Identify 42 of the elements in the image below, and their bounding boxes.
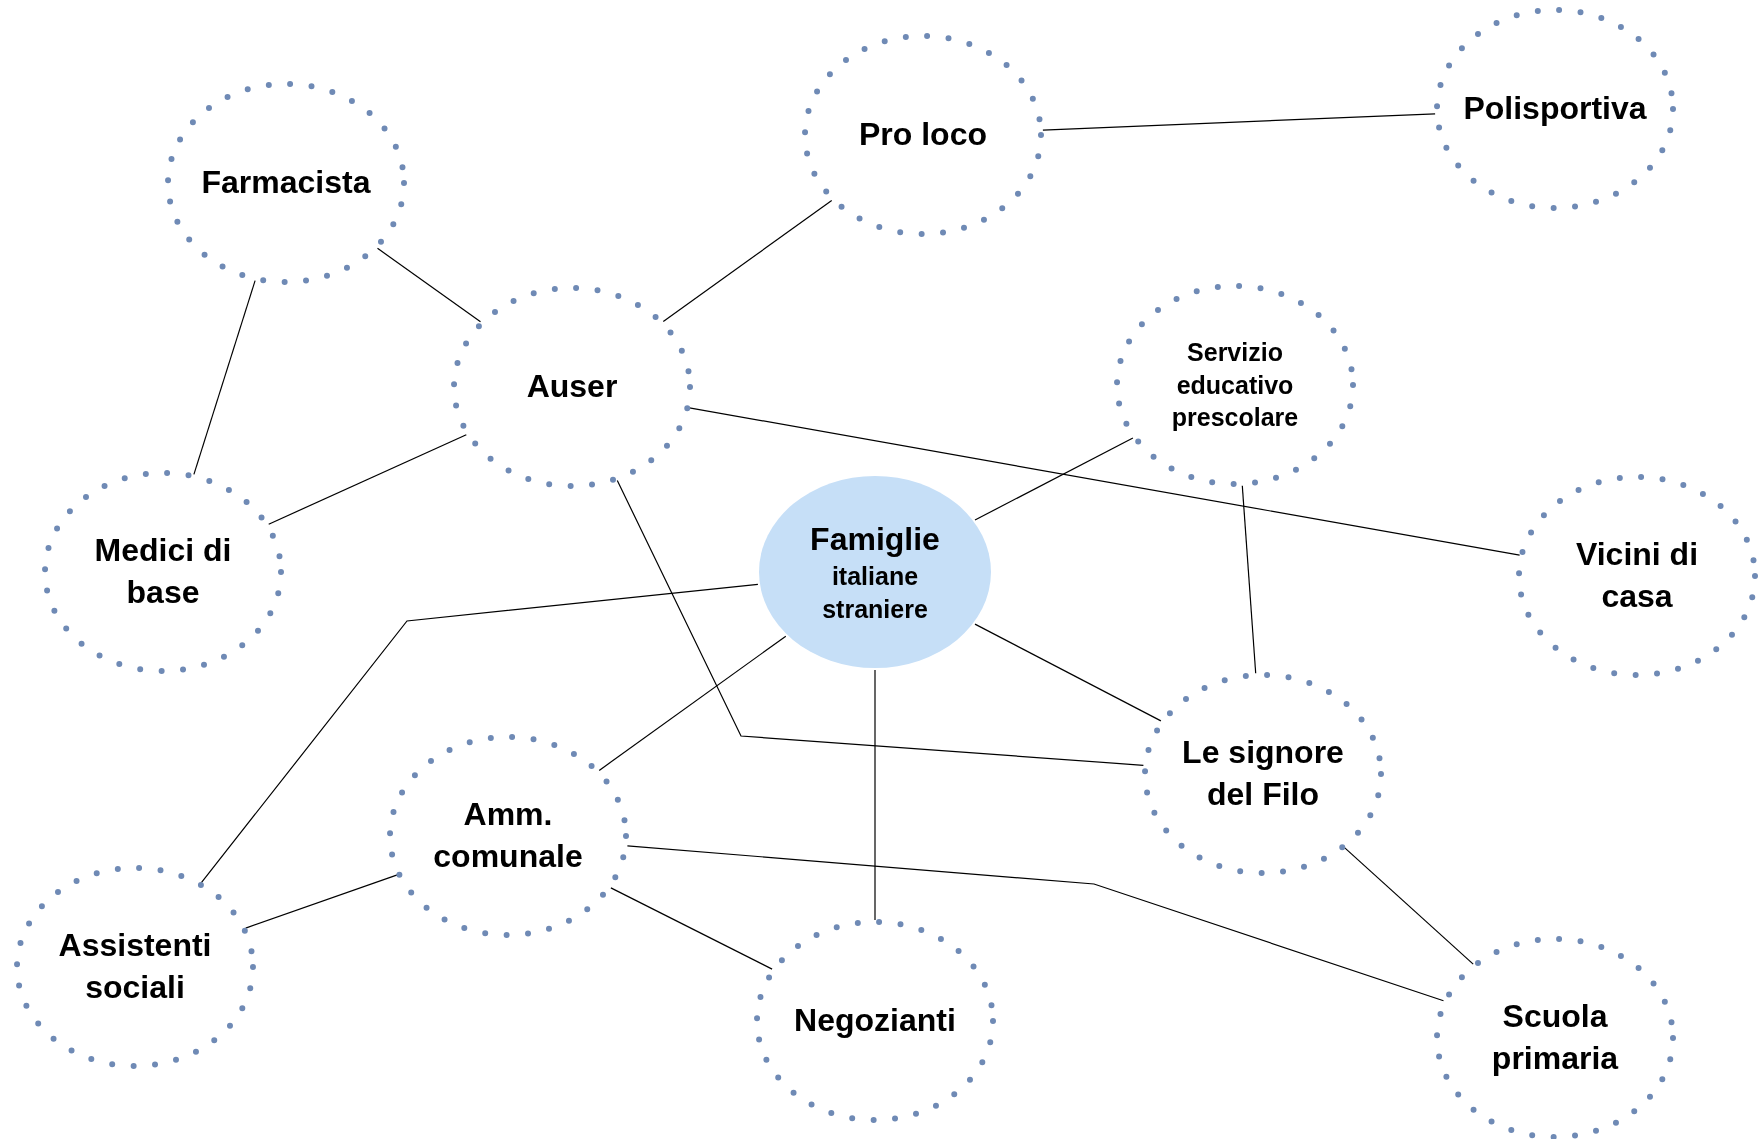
node-label: Auser <box>526 367 618 407</box>
node-subtitle: italiane straniere <box>821 561 929 625</box>
connector-line <box>245 874 398 929</box>
node-label: Negozianti <box>794 1001 956 1041</box>
dotted-circle <box>448 282 696 492</box>
connector-line <box>1344 847 1474 965</box>
dotted-circle <box>39 467 287 677</box>
dotted-circle <box>1111 280 1359 490</box>
node-label: Servizio educativo prescolare <box>1170 337 1300 434</box>
dotted-circle <box>751 916 999 1126</box>
dotted-circle <box>1513 471 1760 681</box>
dotted-circle <box>1431 4 1679 214</box>
node-label: Amm. comunale <box>432 795 584 876</box>
connector-line <box>193 280 256 475</box>
dotted-circle <box>384 731 632 941</box>
node-label: Farmacista <box>201 163 371 203</box>
dotted-circle <box>162 78 410 288</box>
node-label: Medici di base <box>93 531 233 612</box>
dotted-circle <box>799 30 1047 240</box>
connector-line <box>268 434 467 525</box>
node-label: Polisportiva <box>1463 89 1647 129</box>
connector-line <box>610 887 773 970</box>
connector-line <box>616 479 1144 766</box>
connector-line <box>626 845 1445 1002</box>
node-label: Vicini di casa <box>1574 535 1700 616</box>
connector-line <box>974 437 1134 521</box>
node-label: Assistenti sociali <box>57 926 213 1007</box>
connector-line <box>598 635 787 771</box>
connector-line <box>874 669 876 921</box>
connector-line <box>1042 113 1436 131</box>
node-label: Pro loco <box>859 115 987 155</box>
connector-line <box>376 247 482 323</box>
connector-line <box>1241 485 1257 674</box>
dotted-circle <box>1139 669 1387 879</box>
connector-line <box>200 583 759 884</box>
node-label: Famiglie <box>810 519 940 559</box>
connector-line <box>688 407 1521 556</box>
node-label: Scuola primaria <box>1490 997 1620 1078</box>
connector-line <box>974 623 1162 722</box>
node-label: Le signore del Filo <box>1181 733 1345 814</box>
connector-line <box>662 199 833 323</box>
dotted-circle <box>11 862 259 1072</box>
